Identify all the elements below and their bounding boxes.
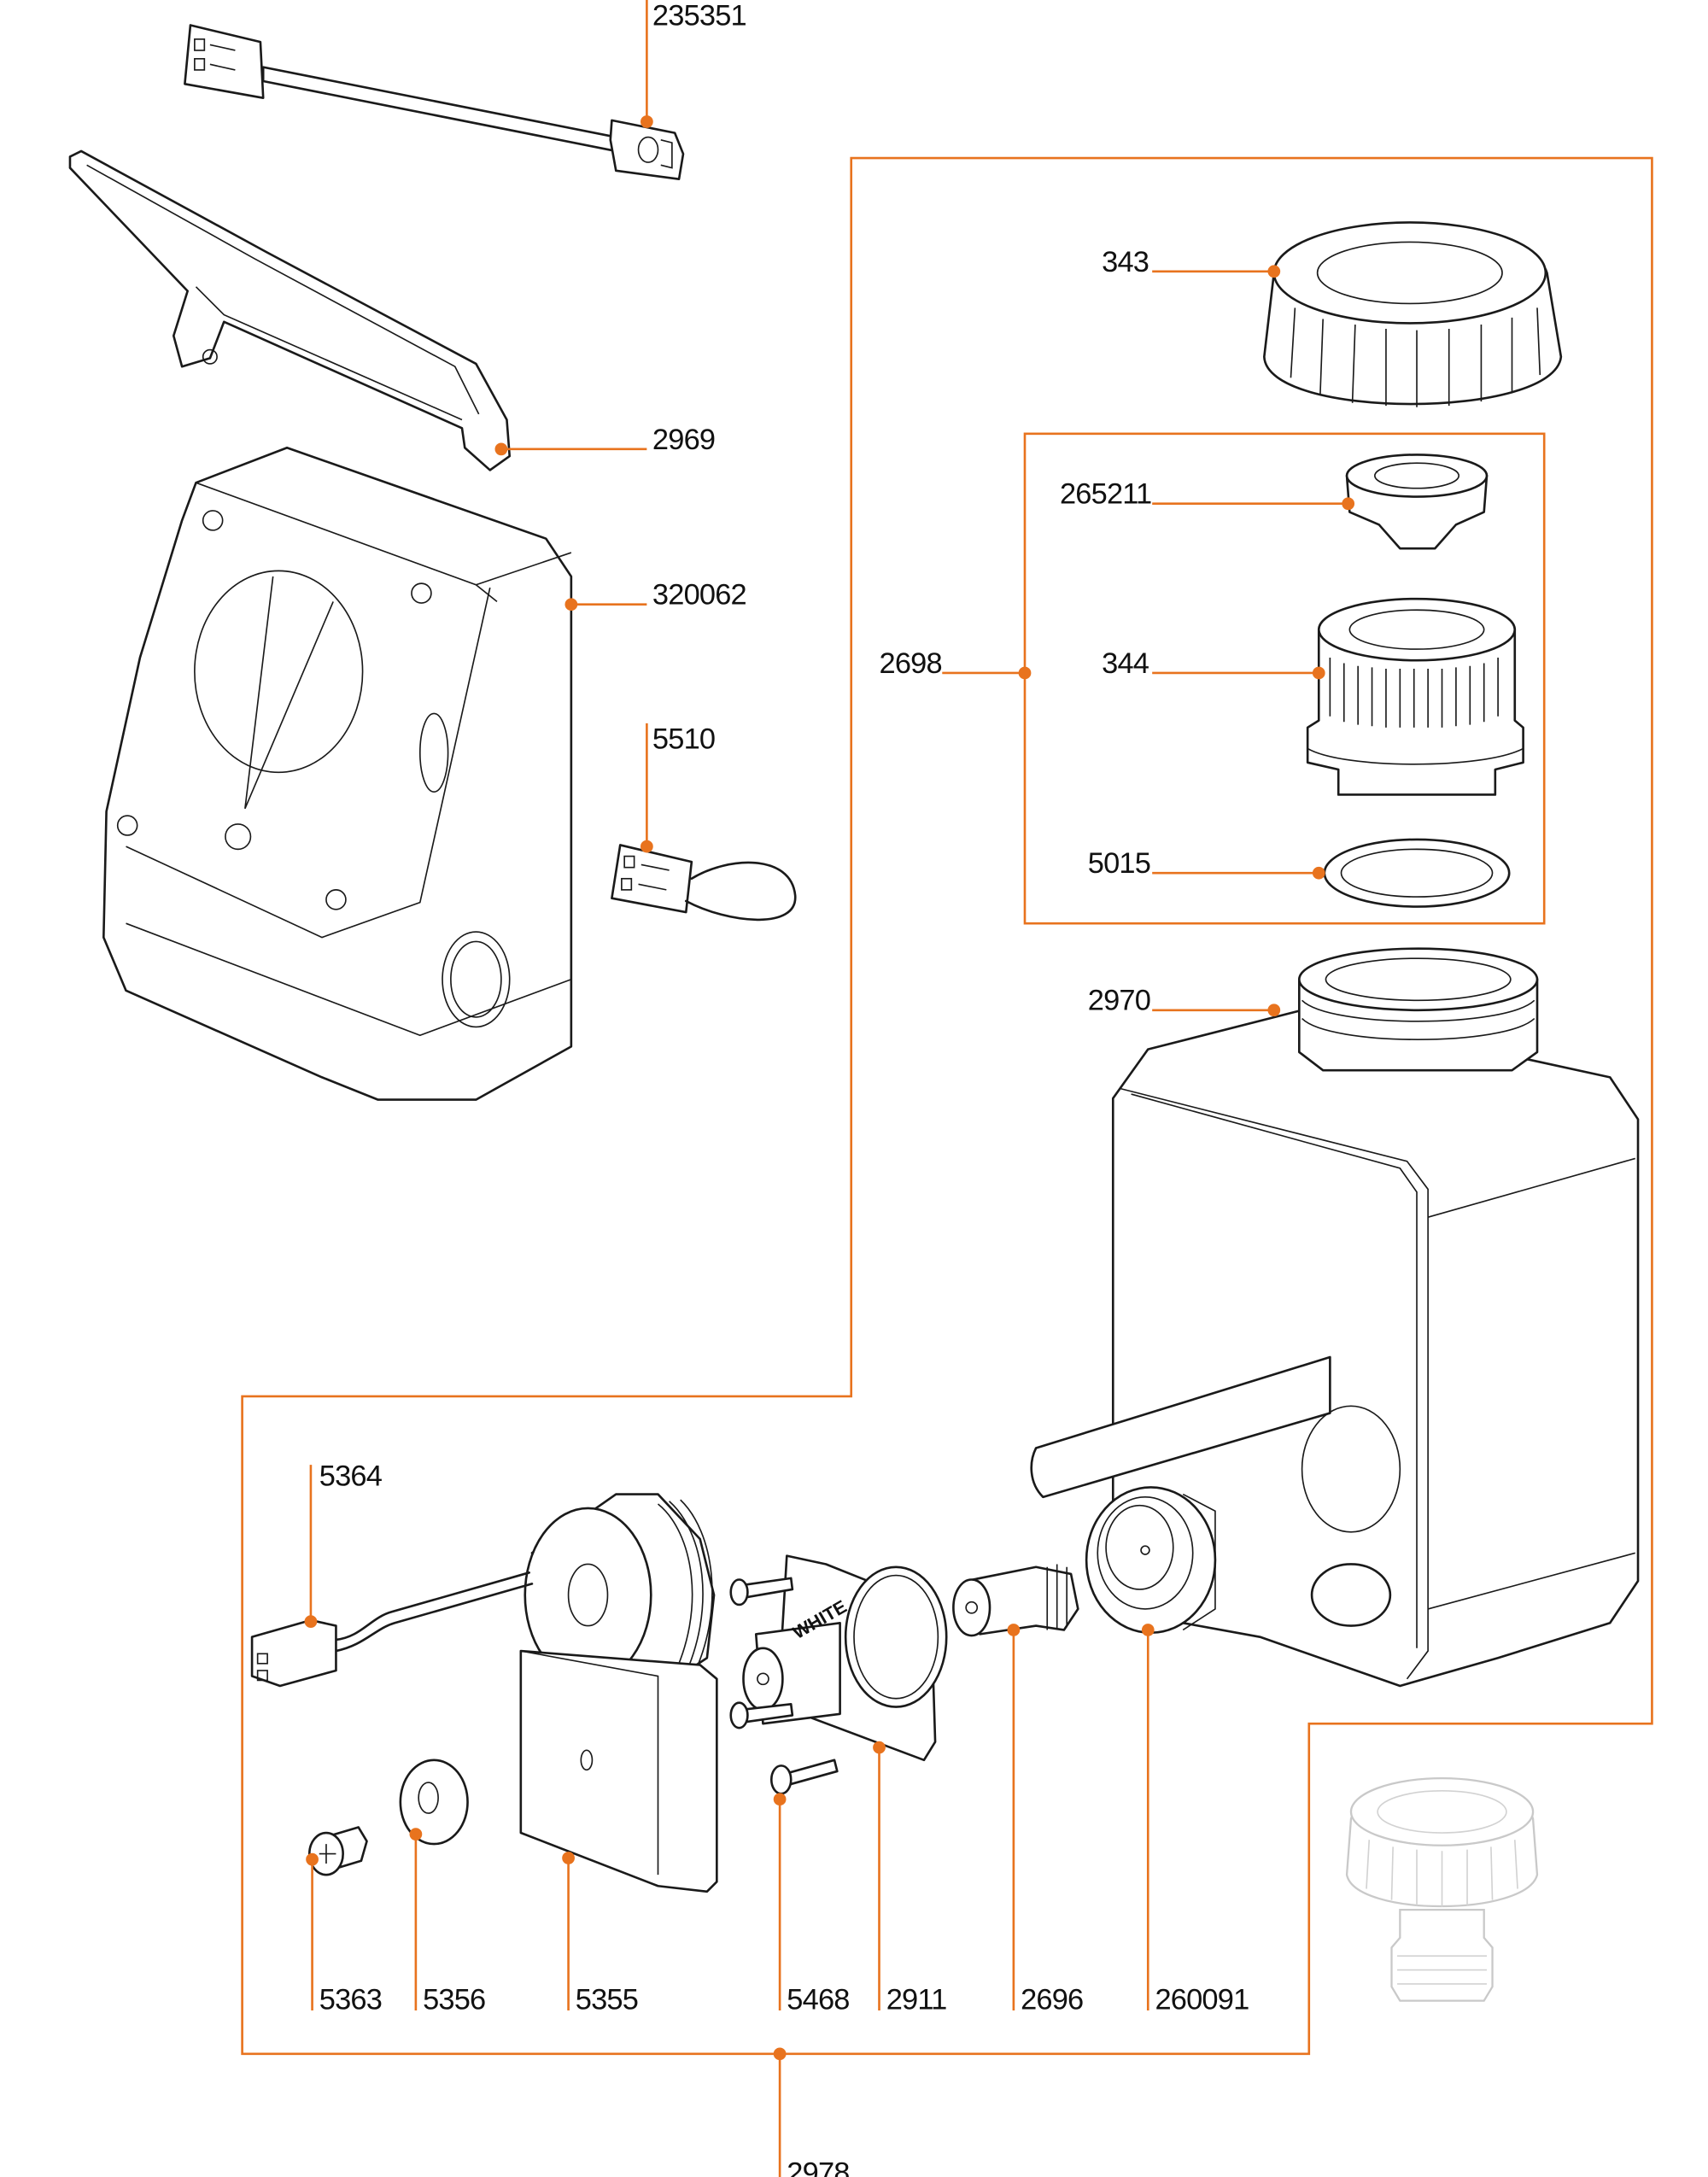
part-2911-valve-plate[interactable]: WHITE bbox=[742, 1554, 948, 1762]
callout-dot-5355 bbox=[562, 1852, 575, 1864]
label-2696: 2696 bbox=[1021, 1983, 1083, 2016]
callout-dot-2969 bbox=[494, 442, 508, 456]
part-343-knurled-cap[interactable] bbox=[1263, 221, 1563, 407]
label-265211: 265211 bbox=[1060, 478, 1151, 511]
part-2969-cover-flap[interactable] bbox=[68, 149, 512, 471]
callout-dot-2698 bbox=[1018, 666, 1032, 680]
callout-dot-344 bbox=[1312, 666, 1325, 680]
callout-dot-5363 bbox=[306, 1852, 319, 1866]
part-5510-jumper-connector[interactable] bbox=[611, 844, 797, 922]
callout-dot-2970 bbox=[1267, 1004, 1281, 1017]
assembly-frame-2978 bbox=[241, 156, 1653, 2056]
part-5364-solenoid-coil[interactable] bbox=[250, 1493, 716, 1694]
label-5364: 5364 bbox=[319, 1460, 383, 1493]
callout-dot-5356 bbox=[409, 1828, 423, 1841]
label-5468: 5468 bbox=[787, 1983, 849, 2016]
callout-dot-260091 bbox=[1141, 1624, 1155, 1636]
label-2978: 2978 bbox=[787, 2157, 849, 2177]
callout-dot-320062 bbox=[564, 598, 578, 612]
label-343: 343 bbox=[1102, 246, 1149, 278]
label-260091: 260091 bbox=[1155, 1983, 1249, 2016]
callout-dot-2911 bbox=[873, 1741, 886, 1754]
label-5510: 5510 bbox=[652, 723, 715, 755]
part-2696-piston[interactable] bbox=[952, 1564, 1079, 1637]
callout-dot-235351 bbox=[640, 115, 653, 128]
callout-dot-343 bbox=[1267, 265, 1281, 278]
callout-dot-5364 bbox=[304, 1615, 318, 1629]
part-320062-housing[interactable] bbox=[102, 446, 573, 1101]
part-5468-screw[interactable] bbox=[769, 1759, 839, 1795]
part-235351-sensor-cable[interactable] bbox=[184, 24, 685, 180]
part-2970-tank-body[interactable] bbox=[1030, 947, 1640, 1688]
label-2969: 2969 bbox=[652, 424, 715, 456]
label-5356: 5356 bbox=[423, 1983, 485, 2016]
part-5015-o-ring[interactable] bbox=[1323, 838, 1511, 908]
part-5355-bracket[interactable] bbox=[519, 1649, 718, 1893]
label-235351: 235351 bbox=[652, 0, 746, 32]
part-2911-screws bbox=[729, 1577, 794, 1729]
part-5356-washer[interactable] bbox=[399, 1759, 469, 1846]
part-5363-screw[interactable] bbox=[307, 1826, 368, 1876]
ghost-tap-adapter bbox=[1345, 1776, 1539, 2002]
part-260091-seal[interactable] bbox=[1085, 1486, 1217, 1635]
callout-dot-2696 bbox=[1007, 1624, 1021, 1636]
callout-dot-5015 bbox=[1312, 866, 1325, 880]
part-265211-valve-insert[interactable] bbox=[1345, 454, 1489, 550]
label-2698: 2698 bbox=[880, 647, 942, 680]
label-344: 344 bbox=[1102, 647, 1149, 680]
label-5015: 5015 bbox=[1088, 847, 1150, 880]
callout-dot-265211 bbox=[1342, 497, 1355, 511]
callout-dot-2978 bbox=[773, 2047, 787, 2061]
part-344-filter-insert[interactable] bbox=[1306, 597, 1524, 796]
callout-dot-5510 bbox=[640, 840, 653, 853]
label-5355: 5355 bbox=[576, 1983, 638, 2016]
label-320062: 320062 bbox=[652, 579, 746, 612]
label-2911: 2911 bbox=[886, 1983, 947, 2016]
label-5363: 5363 bbox=[319, 1983, 382, 2016]
label-2970: 2970 bbox=[1088, 985, 1150, 1017]
callout-dot-5468 bbox=[773, 1793, 787, 1806]
